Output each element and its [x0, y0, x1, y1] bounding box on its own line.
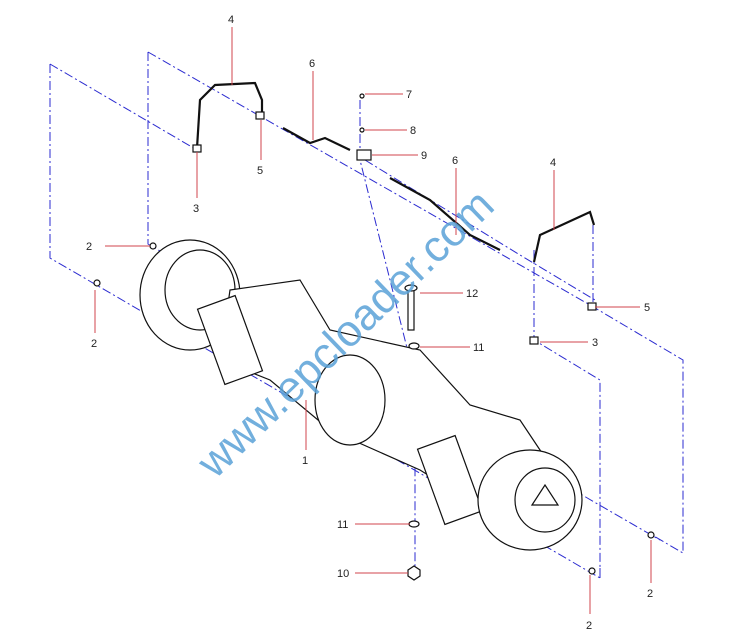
callout-6: 6 [309, 58, 315, 70]
callout-3: 3 [193, 203, 199, 215]
callout-1: 1 [302, 455, 308, 467]
callout-2: 2 [91, 338, 97, 350]
callout-11: 11 [337, 519, 348, 531]
leader-lines [94, 27, 652, 614]
callout-3: 3 [592, 337, 598, 349]
part-3-left [192, 144, 202, 153]
callout-11: 11 [473, 342, 484, 354]
pipe-6-left [282, 127, 351, 151]
callout-6: 6 [452, 155, 458, 167]
callout-5: 5 [644, 302, 650, 314]
callout-9: 9 [421, 150, 427, 162]
callout-4: 4 [550, 157, 556, 169]
part-3-right [529, 336, 539, 345]
callout-10: 10 [337, 568, 349, 580]
callout-2: 2 [86, 241, 92, 253]
callout-2: 2 [586, 620, 592, 632]
part-5-left [255, 111, 265, 120]
part-10-nut [407, 565, 421, 581]
callout-2: 2 [647, 588, 653, 600]
pipe-4-left [195, 81, 264, 149]
callout-8: 8 [410, 125, 416, 137]
callout-12: 12 [466, 288, 478, 300]
callout-5: 5 [257, 165, 263, 177]
axle-housing [93, 239, 655, 581]
part-9-block [356, 149, 372, 161]
part-8 [359, 127, 365, 133]
callout-labels: 4 6 7 8 9 6 4 5 3 2 2 12 11 1 5 3 11 10 … [86, 14, 653, 632]
part-5-right [587, 302, 597, 311]
part-11-washer-top [408, 342, 420, 350]
part-11-washer-bottom [408, 520, 420, 528]
pipe-4-right [532, 210, 596, 263]
callout-4: 4 [228, 14, 234, 26]
callout-7: 7 [406, 89, 412, 101]
pipe-6-right [389, 177, 501, 251]
part-7 [359, 93, 365, 99]
